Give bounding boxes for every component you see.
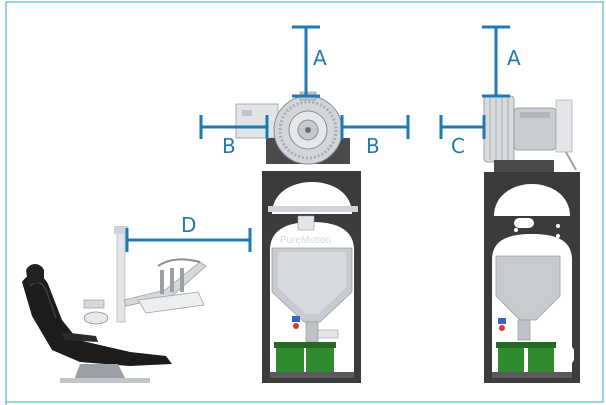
dimension-lines [125, 25, 510, 252]
dimension-a-front-label: A [313, 46, 327, 70]
collection-bucket [306, 346, 334, 372]
dimension-b-left-label: B [222, 134, 236, 158]
dental-chair [22, 226, 207, 383]
collection-bucket [276, 346, 304, 372]
blower-motor-side [483, 95, 577, 172]
side-unit [483, 95, 580, 383]
collection-bucket [498, 346, 524, 372]
dimension-c-label: C [451, 134, 465, 158]
dimension-a-side-label: A [507, 46, 521, 70]
cabinet-side [484, 172, 580, 383]
blower-motor [273, 91, 343, 165]
collection-bucket [528, 346, 554, 372]
control-box [235, 103, 279, 139]
dimension-b-right-label: B [366, 134, 380, 158]
front-unit: PureMotion [235, 91, 361, 383]
dimension-d-label: D [181, 213, 196, 237]
cabinet-front: PureMotion [262, 171, 361, 383]
frame-border [5, 1, 604, 403]
brand-label: PureMotion [280, 235, 331, 246]
